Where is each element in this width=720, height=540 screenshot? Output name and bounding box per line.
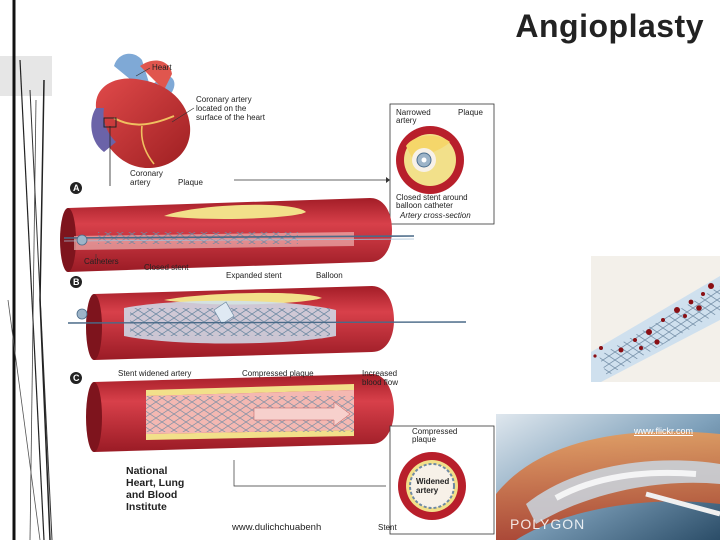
photo-credit-link[interactable]: www.flickr.com [634,426,694,436]
label-coronary-note-3: surface of the heart [196,113,266,122]
source-line-1: National [126,465,168,477]
heart-illustration [91,53,191,168]
label-coronary-artery-1: Coronary [130,169,163,178]
label-heart: Heart [152,63,172,72]
badge-c-label: C [73,373,80,383]
label-bottom-compressed-1: Compressed [412,427,457,436]
inset-top-cross-section [389,103,495,225]
badge-a-label: A [73,183,80,193]
polygon-watermark: POLYGON [510,516,586,532]
badge-c [70,372,82,384]
source-line-4: Institute [126,501,167,513]
stent-photo [591,256,720,382]
label-closed-stent-1: Closed stent around [396,193,468,202]
stent-render-photo [496,414,720,540]
label-stent: Stent [378,523,397,532]
label-balloon: Balloon [316,271,343,280]
panel-c-artery [86,374,394,452]
slide-title: Angioplasty [515,8,704,44]
badge-b [70,276,82,288]
label-coronary-artery-2: artery [130,178,150,187]
label-narrowed-1: Narrowed [396,108,431,117]
panel-a-artery [60,198,415,272]
label-coronary-note-1: Coronary artery [196,95,252,104]
label-inset-plaque: Plaque [458,108,483,117]
label-widened-2: artery [416,486,439,495]
label-increased-flow-1: Increased [362,369,397,378]
badge-b-label: B [73,277,80,287]
label-closed-stent-2: balloon catheter [396,201,453,210]
decorative-left-strokes [0,0,53,540]
label-narrowed-2: artery [396,116,416,125]
label-compressed-plaque: Compressed plaque [242,369,314,378]
source-line-2: Heart, Lung [126,477,184,489]
label-bottom-compressed-2: plaque [412,435,437,444]
website-watermark: www.dulichchuabenh [231,522,321,533]
label-catheters: Catheters [84,257,119,266]
label-increased-flow-2: blood flow [362,378,398,387]
badge-a [70,182,82,194]
diagram-svg: Heart Coronary artery located on the sur… [60,53,495,535]
label-cross-section: Artery cross-section [399,211,471,220]
label-coronary-note-2: located on the [196,104,247,113]
inset-bottom-cross-section [389,425,495,535]
label-stent-widened: Stent widened artery [118,369,191,378]
angioplasty-diagram: Heart Coronary artery located on the sur… [54,46,496,540]
label-plaque-a: Plaque [178,178,203,187]
panel-b-artery [67,286,467,360]
source-line-3: and Blood [126,489,177,501]
label-widened-1: Widened [416,477,449,486]
label-closed-stent: Closed stent [144,263,189,272]
label-expanded-stent: Expanded stent [226,271,282,280]
